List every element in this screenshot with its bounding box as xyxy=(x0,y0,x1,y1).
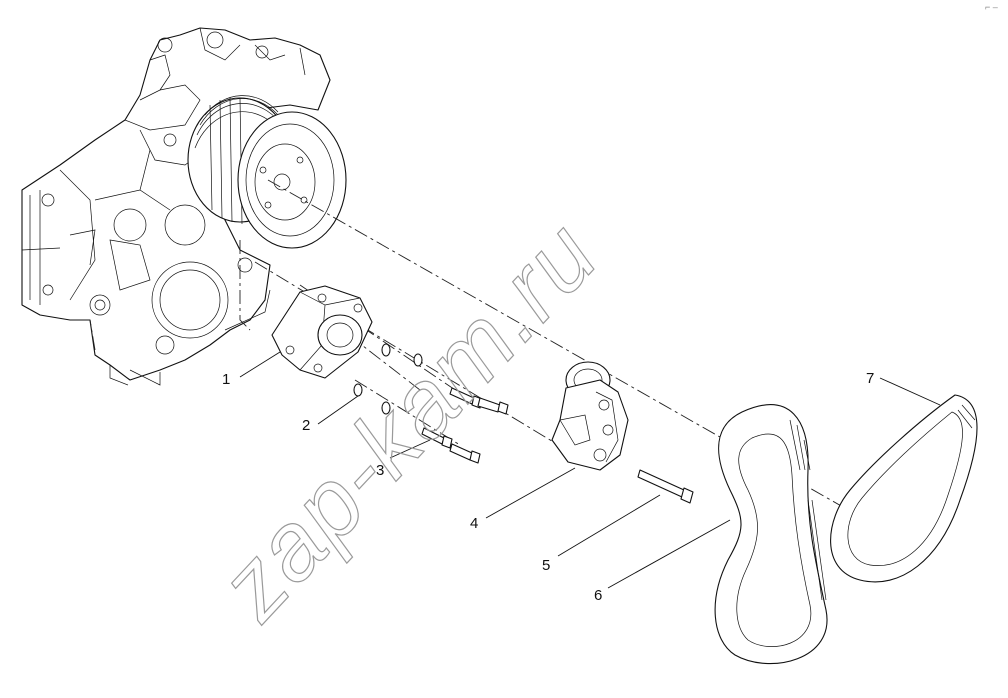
callout-4: 4 xyxy=(470,515,478,532)
callout-5: 5 xyxy=(542,557,550,574)
part-6-belt-large xyxy=(714,404,828,665)
callout-1: 1 xyxy=(222,371,230,388)
callout-6: 6 xyxy=(594,587,602,604)
callout-2: 2 xyxy=(302,417,310,434)
part-1-bracket xyxy=(271,285,373,379)
part-5-bolt xyxy=(637,469,694,504)
callout-7: 7 xyxy=(866,370,874,387)
callouts: 1 2 3 4 5 6 7 xyxy=(222,370,874,604)
callout-3: 3 xyxy=(376,462,384,479)
part-3-bolts xyxy=(421,387,509,464)
corner-mark: ⌐ – xyxy=(985,2,998,12)
part-7-belt-small xyxy=(830,394,978,583)
pulley-assembly xyxy=(187,95,347,249)
engine-housing xyxy=(21,27,331,386)
part-4-tensioner xyxy=(551,361,629,471)
leader-lines xyxy=(239,351,941,589)
part-2-washers xyxy=(353,343,423,415)
